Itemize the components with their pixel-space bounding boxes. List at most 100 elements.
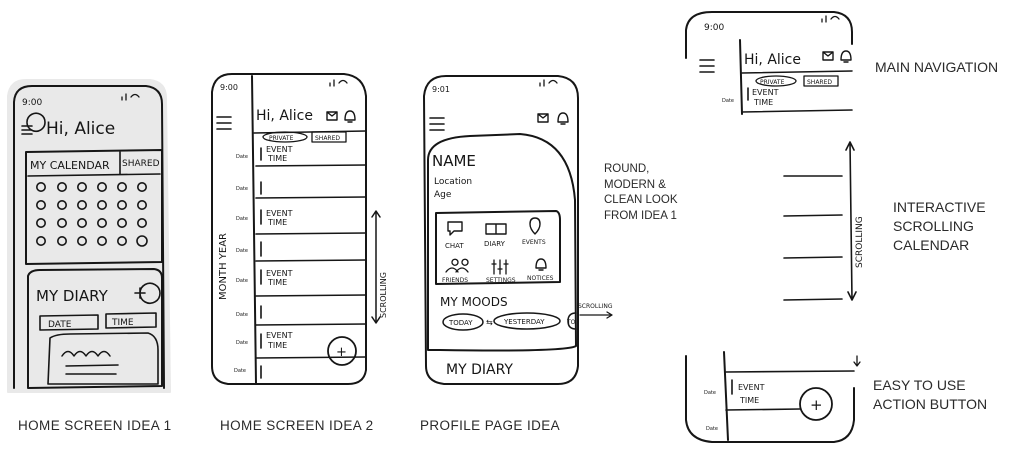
diary-title: MY DIARY xyxy=(36,287,109,305)
status-time: 9:00 xyxy=(704,23,724,33)
scrolling-label: SCROLLING xyxy=(855,216,865,268)
row-line xyxy=(783,298,843,301)
row-line xyxy=(783,214,843,217)
date-field xyxy=(39,314,99,331)
date-field-label: DATE xyxy=(48,320,72,330)
private-tab: PRIVATE xyxy=(269,135,294,142)
event-label: EVENT xyxy=(266,331,293,340)
mail-icon xyxy=(822,51,834,61)
note-main-navigation: MAIN NAVIGATION xyxy=(875,59,999,75)
date-label: Date xyxy=(236,216,248,222)
scroll-arrow xyxy=(371,210,381,324)
mood-today-pill xyxy=(442,313,484,331)
mood-more: TO xyxy=(566,319,576,326)
note-action-button: EASY TO USE ACTION BUTTON xyxy=(873,376,987,414)
time-label: TIME xyxy=(267,341,287,350)
note-line: CALENDAR xyxy=(893,236,970,253)
date-label: Date xyxy=(236,154,248,160)
mood-yesterday: YESTERDAY xyxy=(503,318,545,326)
shared-box xyxy=(311,131,347,143)
status-time: 9:00 xyxy=(220,83,238,92)
row-line xyxy=(725,370,855,373)
signal-icon xyxy=(539,79,558,87)
date-label: Date xyxy=(236,312,248,318)
event-label: EVENT xyxy=(738,383,765,392)
row-line xyxy=(783,256,843,259)
detail-action-button xyxy=(685,351,861,443)
detail-main-navigation xyxy=(685,11,853,115)
mail-icon xyxy=(326,111,338,121)
header-line xyxy=(741,70,853,74)
time-label: TIME xyxy=(267,278,287,287)
mood-arrow: ⇆ xyxy=(486,318,493,327)
events-icon xyxy=(529,217,541,235)
shared-tab: SHARED xyxy=(807,79,832,86)
private-tab: PRIVATE xyxy=(760,79,785,86)
row-line xyxy=(741,109,853,113)
calendar-tab-underline xyxy=(27,173,161,177)
caption-home-screen-idea-2: HOME SCREEN IDEA 2 xyxy=(220,418,374,433)
fab-button xyxy=(327,336,357,366)
phone-outline xyxy=(423,75,579,385)
mood-more-pill xyxy=(567,312,577,330)
home-screen-idea-2 xyxy=(211,73,381,385)
profile-age: Age xyxy=(434,190,452,200)
greeting: Hi, Alice xyxy=(256,108,313,124)
note-round-modern: ROUND, MODERN & CLEAN LOOK FROM IDEA 1 xyxy=(604,162,678,224)
date-label: Date xyxy=(236,186,248,192)
add-diary-icon xyxy=(134,282,161,305)
phone-outline xyxy=(211,73,367,385)
date-label: Date xyxy=(234,368,246,374)
row-line xyxy=(725,408,801,411)
vertical-divider xyxy=(739,39,743,115)
small-down-arrow xyxy=(853,355,861,367)
menu-icon xyxy=(429,117,445,131)
fab-plus: + xyxy=(336,345,347,360)
shared-box xyxy=(803,75,839,87)
scrolling-label: SCROLLING xyxy=(379,272,388,318)
caption-profile-page-idea: PROFILE PAGE IDEA xyxy=(420,418,561,433)
profile-page-idea xyxy=(423,75,613,385)
menu-icon xyxy=(21,112,46,135)
signal-icon xyxy=(821,15,840,23)
greeting: Hi, Alice xyxy=(46,119,115,139)
status-time: 9:01 xyxy=(432,85,450,94)
private-pill xyxy=(755,75,797,87)
greeting: Hi, Alice xyxy=(744,52,801,68)
menu-events: EVENTS xyxy=(522,239,546,246)
month-year-label: MONTH YEAR xyxy=(218,233,229,300)
calendar-rows xyxy=(255,147,367,379)
caption-home-screen-idea-1: HOME SCREEN IDEA 1 xyxy=(18,418,172,433)
time-label: TIME xyxy=(267,218,287,227)
menu-grid-box xyxy=(435,210,561,285)
menu-settings: SETTINGS xyxy=(486,277,516,284)
note-line: ROUND, xyxy=(604,163,650,175)
notices-icon xyxy=(535,258,547,271)
menu-notices: NOTICES xyxy=(527,275,554,282)
signal-icon xyxy=(329,79,348,87)
chat-icon xyxy=(447,221,463,236)
event-label: EVENT xyxy=(266,269,293,278)
note-line: INTERACTIVE xyxy=(893,199,986,215)
mood-scroll-arrow xyxy=(579,311,613,319)
menu-chat: CHAT xyxy=(445,242,464,250)
time-label: TIME xyxy=(753,98,773,107)
event-label: EVENT xyxy=(266,209,293,218)
shared-tab: SHARED xyxy=(315,135,340,142)
profile-name: NAME xyxy=(432,152,476,170)
time-field xyxy=(105,312,157,329)
profile-diary-title: MY DIARY xyxy=(446,362,513,378)
date-label: Date xyxy=(236,340,248,346)
menu-friends: FRIENDS xyxy=(442,277,468,284)
bell-icon xyxy=(344,110,356,123)
calendar-dots xyxy=(35,182,148,247)
calendar-box xyxy=(25,149,163,265)
menu-diary: DIARY xyxy=(484,240,506,248)
date-label: Date xyxy=(236,278,248,284)
note-line: CLEAN LOOK xyxy=(604,194,678,207)
settings-icon xyxy=(491,259,509,275)
vertical-divider xyxy=(251,75,257,385)
event-label: EVENT xyxy=(752,88,779,97)
scroll-arrow xyxy=(845,141,857,301)
time-label: TIME xyxy=(267,154,287,163)
